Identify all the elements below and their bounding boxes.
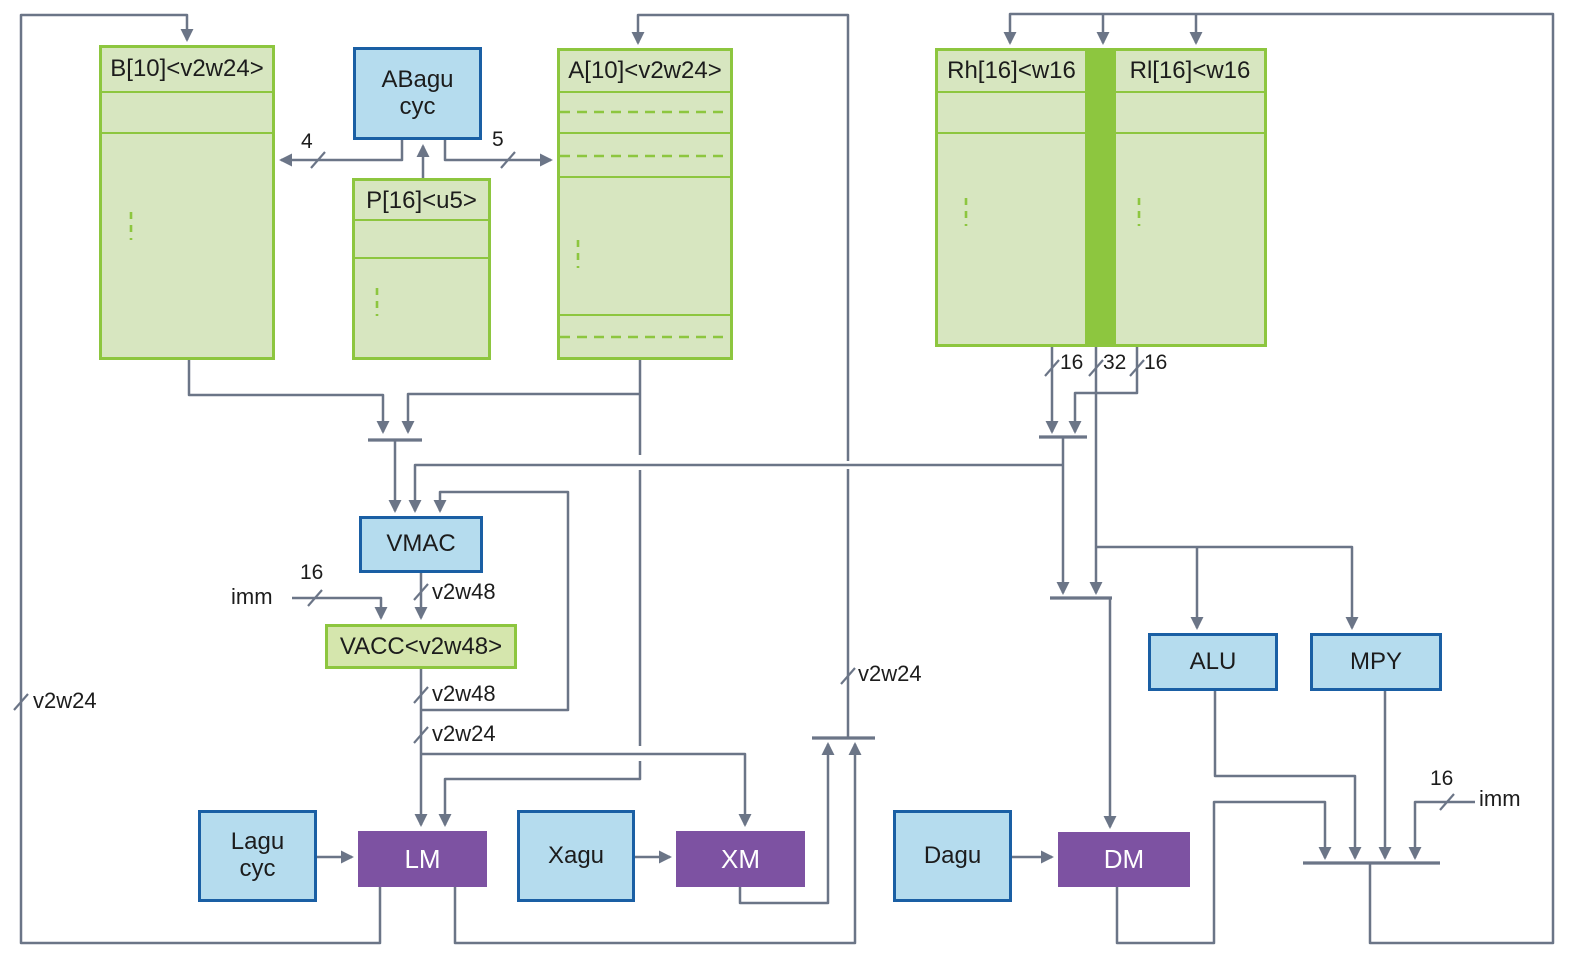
rl-register-label: Rl[16]<w16 [1129, 57, 1251, 84]
bus-type-xm-writeback: v2w24 [858, 661, 922, 686]
wire-b-read-to-vmac [187, 360, 390, 434]
slash-vmac-out [413, 583, 429, 601]
dm-memory: DM [1058, 832, 1190, 887]
bus-type-left-writeback: v2w24 [33, 688, 97, 713]
mpy-unit: MPY [1310, 633, 1442, 691]
wire-a-read-to-lm [438, 761, 642, 827]
wire-r-read-to-vmac [408, 463, 1063, 513]
bus-width-slashes [13, 151, 1455, 811]
rh-register-file [935, 48, 1088, 347]
a-register-label: A[10]<v2w24> [568, 57, 722, 84]
wire-result-writeback [1003, 12, 1555, 945]
wire-imm-to-mux [1408, 800, 1475, 860]
lm-memory: LM [358, 831, 487, 887]
bus-type-vmac-out: v2w48 [432, 579, 496, 604]
dagu-label: Dagu [923, 841, 982, 869]
r-pair-stripe [1088, 48, 1113, 347]
wire-a-writeback-top [631, 13, 850, 461]
vacc-label: VACC<v2w48> [339, 632, 503, 660]
slash-vacc-out [413, 686, 429, 704]
bus-width-abagu-a: 5 [492, 128, 504, 151]
slash-rl-read [1129, 359, 1145, 377]
abagu-label-line1: ABagu [381, 65, 454, 93]
slash-r32-read [1088, 359, 1104, 377]
wire-abagu-to-b [279, 140, 404, 167]
wire-r32-to-mpy [1096, 545, 1359, 630]
abagu-label-line2: cyc [399, 92, 436, 120]
slash-imm-vacc [307, 589, 323, 607]
xm-memory: XM [676, 831, 805, 887]
a-register-file [557, 48, 733, 360]
wire-alu-out [1213, 691, 1362, 860]
wire-imm-to-vacc [292, 596, 388, 620]
rh-register-label: Rh[16]<w16 [947, 57, 1076, 84]
bus-type-vacc-store: v2w24 [432, 721, 496, 746]
lagu-label-line1: Lagu [230, 828, 285, 856]
register-dashed-rows [560, 110, 730, 339]
buses [19, 12, 1555, 945]
xagu-unit: Xagu [517, 810, 635, 902]
wire-abagu-to-a [443, 140, 553, 167]
mpy-label: MPY [1349, 647, 1402, 675]
row-ellipsis-icons [129, 198, 1141, 316]
wire-lm-to-b-writeback [19, 13, 382, 945]
slash-imm-mux [1439, 793, 1455, 811]
bus-width-rh-read: 16 [1060, 351, 1084, 374]
dm-label: DM [1103, 844, 1145, 874]
lm-label: LM [404, 843, 441, 874]
xm-label: XM [721, 843, 760, 874]
wire-lm-read-up [453, 742, 862, 945]
bus-width-rl-read: 16 [1144, 351, 1168, 374]
slash-rh-read [1044, 359, 1060, 377]
slash-abagu-a [500, 151, 516, 169]
vacc-register: VACC<v2w48> [325, 624, 517, 669]
xagu-label: Xagu [547, 841, 605, 869]
rl-register-file [1113, 48, 1267, 347]
slash-xm-writeback [840, 667, 856, 685]
imm-vacc-width: 16 [300, 561, 324, 584]
vmac-label: VMAC [386, 530, 456, 558]
slash-abagu-b [310, 151, 326, 169]
wire-vacc-feedback-to-vmac [421, 490, 570, 712]
abagu-unit: ABagu cyc [353, 47, 482, 140]
lagu-label-line2: cyc [239, 855, 276, 882]
lagu-unit: Lagu cyc [198, 810, 317, 902]
p-register-file [352, 178, 491, 360]
wire-xm-read-up [738, 742, 835, 905]
slash-left-writeback [13, 693, 29, 711]
imm-mux-label: imm [1479, 786, 1521, 811]
bus-width-pair-read: 32 [1103, 351, 1127, 374]
alu-unit: ALU [1148, 633, 1278, 691]
p-register-label: P[16]<u5> [366, 187, 477, 214]
register-row-lines [101, 91, 1265, 316]
wire-vacc-to-xm [421, 752, 752, 827]
b-register-file [99, 45, 275, 360]
wire-a-read-to-vmac [401, 392, 640, 434]
imm-vacc-label: imm [231, 584, 273, 609]
alu-label: ALU [1189, 647, 1237, 675]
vmac-unit: VMAC [359, 516, 483, 573]
bus-width-abagu-b: 4 [301, 130, 313, 153]
wire-dm-feedback [1115, 800, 1332, 945]
imm-mux-width: 16 [1430, 767, 1454, 790]
slash-vacc-store [413, 726, 429, 744]
wire-rl-read [1068, 347, 1139, 434]
bus-type-vacc-out: v2w48 [432, 681, 496, 706]
b-register-label: B[10]<v2w24> [110, 55, 264, 82]
dagu-unit: Dagu [893, 810, 1012, 902]
